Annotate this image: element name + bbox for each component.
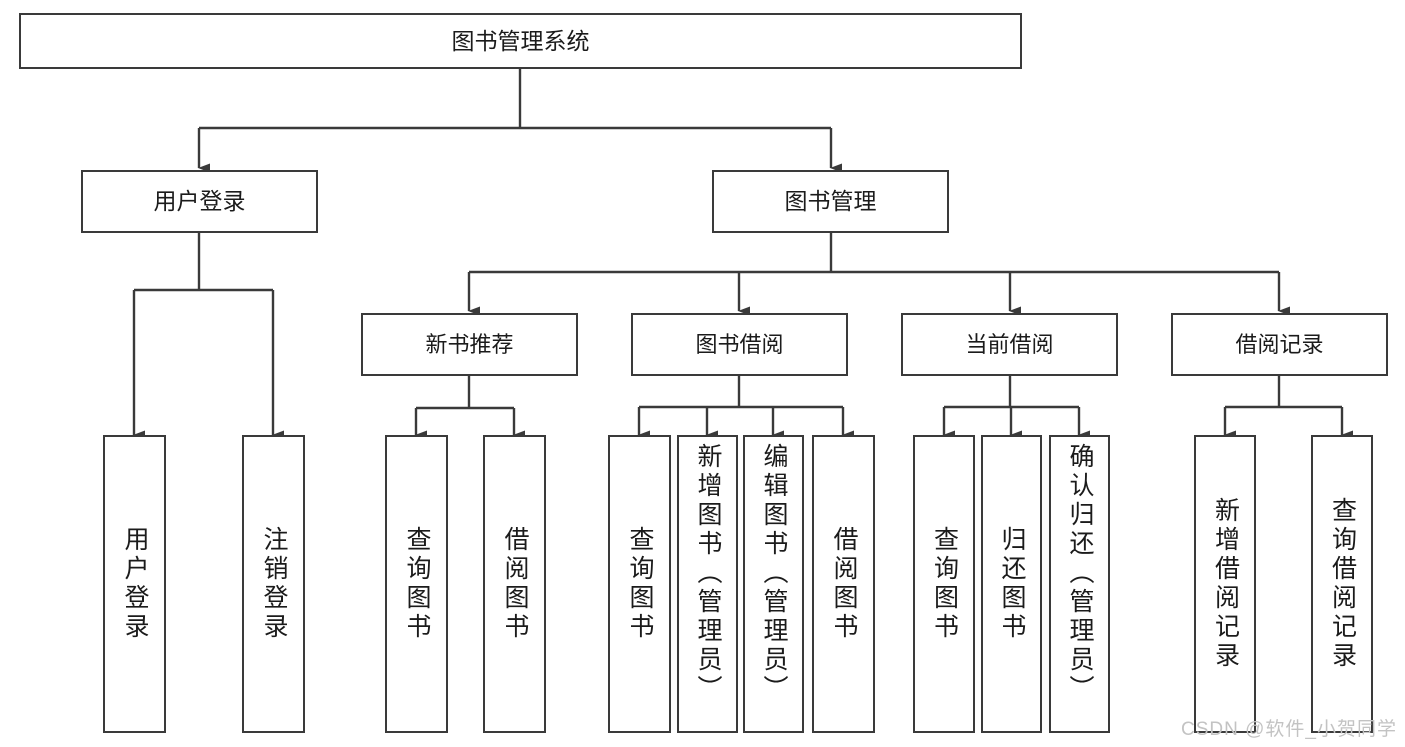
node-label: 新增借阅记录 bbox=[1211, 497, 1240, 671]
node-label: 借阅记录 bbox=[1235, 331, 1324, 357]
node-label: 用户登录 bbox=[121, 526, 149, 642]
node-leaf-borrow-book-1[interactable]: 借阅图书 bbox=[483, 435, 546, 733]
node-current-borrow[interactable]: 当前借阅 bbox=[901, 313, 1118, 376]
node-leaf-query-borrow-record[interactable]: 查询借阅记录 bbox=[1311, 435, 1373, 733]
node-label: 确认归还（管理员） bbox=[1066, 443, 1094, 704]
node-leaf-borrow-book-2[interactable]: 借阅图书 bbox=[812, 435, 875, 733]
node-leaf-query-book-1[interactable]: 查询图书 bbox=[385, 435, 448, 733]
node-label: 查询借阅记录 bbox=[1328, 497, 1357, 671]
node-leaf-query-book-3[interactable]: 查询图书 bbox=[913, 435, 975, 733]
watermark: CSDN @软件_小贺同学 bbox=[1181, 719, 1397, 740]
node-label: 图书借阅 bbox=[695, 331, 784, 357]
node-book-borrow[interactable]: 图书借阅 bbox=[631, 313, 848, 376]
node-label: 新增图书（管理员） bbox=[694, 443, 722, 704]
node-label: 查询图书 bbox=[626, 526, 654, 642]
node-label: 图书管理系统 bbox=[451, 27, 590, 54]
node-leaf-logout-login[interactable]: 注销登录 bbox=[242, 435, 305, 733]
node-leaf-add-book-admin[interactable]: 新增图书（管理员） bbox=[677, 435, 738, 733]
node-label: 编辑图书（管理员） bbox=[760, 443, 788, 704]
node-label: 查询图书 bbox=[930, 526, 959, 642]
node-book-management[interactable]: 图书管理 bbox=[712, 170, 949, 233]
node-label: 新书推荐 bbox=[425, 331, 514, 357]
node-borrow-record[interactable]: 借阅记录 bbox=[1171, 313, 1388, 376]
node-label: 归还图书 bbox=[998, 526, 1026, 642]
node-label: 用户登录 bbox=[153, 188, 246, 215]
node-label: 借阅图书 bbox=[501, 526, 529, 642]
node-leaf-user-login[interactable]: 用户登录 bbox=[103, 435, 166, 733]
node-root[interactable]: 图书管理系统 bbox=[19, 13, 1022, 69]
node-label: 图书管理 bbox=[784, 188, 877, 215]
node-leaf-add-borrow-record[interactable]: 新增借阅记录 bbox=[1194, 435, 1256, 733]
node-new-book-recommend[interactable]: 新书推荐 bbox=[361, 313, 578, 376]
node-label: 当前借阅 bbox=[965, 331, 1054, 357]
node-leaf-edit-book-admin[interactable]: 编辑图书（管理员） bbox=[743, 435, 804, 733]
node-label: 借阅图书 bbox=[830, 526, 858, 642]
node-leaf-query-book-2[interactable]: 查询图书 bbox=[608, 435, 671, 733]
node-label: 查询图书 bbox=[403, 526, 431, 642]
node-user-login[interactable]: 用户登录 bbox=[81, 170, 318, 233]
node-label: 注销登录 bbox=[260, 526, 288, 642]
node-leaf-confirm-return-admin[interactable]: 确认归还（管理员） bbox=[1049, 435, 1110, 733]
node-leaf-return-book[interactable]: 归还图书 bbox=[981, 435, 1042, 733]
